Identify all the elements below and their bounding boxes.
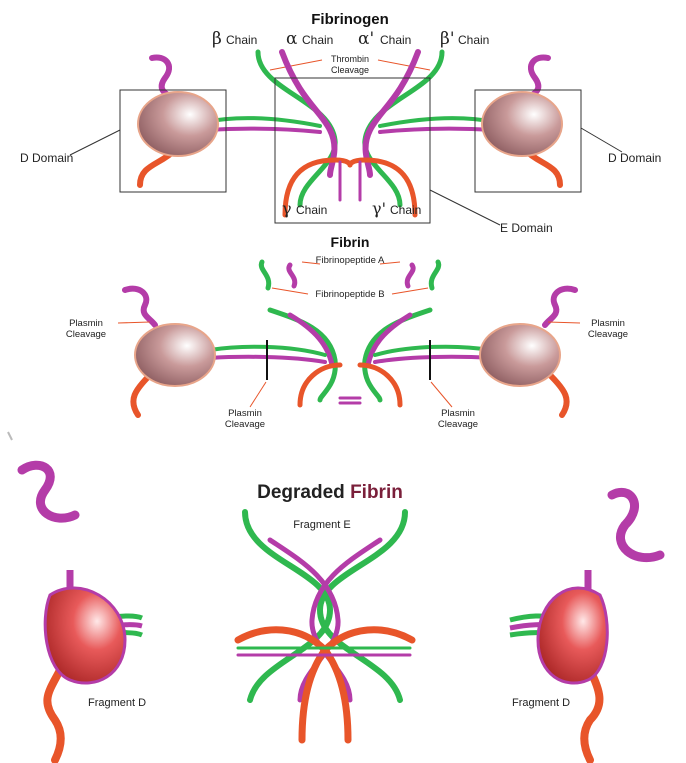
plasmin-bottom-right-pointer — [431, 382, 452, 407]
degraded-fibrin-section: Degraded Fibrin Fragment E Fragment D — [22, 465, 660, 760]
plasmin-bottom-left-pointer — [250, 382, 266, 407]
d-domain-right — [482, 57, 562, 185]
free-alpha-fragment-right — [612, 492, 660, 557]
fibrinogen-title: Fibrinogen — [311, 11, 389, 28]
thrombin-pointer-left — [270, 60, 322, 70]
thrombin-pointer-right — [378, 60, 430, 70]
svg-text:Chain: Chain — [390, 203, 421, 217]
plasmin-left-label-line1: Plasmin — [69, 318, 103, 329]
d-domain-left-label: D Domain — [20, 151, 73, 165]
plasmin-right-pointer — [548, 322, 580, 323]
svg-text:β': β' — [440, 29, 455, 49]
divider-mark — [8, 432, 12, 440]
e-domain-chains — [205, 52, 495, 215]
chain-label-beta-prime: β' Chain — [440, 29, 489, 49]
fragment-d-right — [510, 570, 607, 760]
fragment-e-label: Fragment E — [293, 519, 350, 531]
fragment-d-left — [45, 570, 142, 760]
fragment-d-right-label: Fragment D — [512, 697, 570, 709]
fibrin-section: Fibrin Fibrinopeptide A Fibrinopeptide B — [66, 234, 628, 430]
fibrinogen-section: Fibrinogen β Chain α Chain α' Chain β' C… — [20, 11, 661, 235]
chain-label-beta: β Chain — [212, 29, 257, 49]
fibrin-central-chains — [210, 310, 490, 405]
svg-text:Chain: Chain — [302, 33, 333, 47]
free-alpha-fragment-left — [22, 465, 75, 518]
e-domain-label: E Domain — [500, 221, 553, 235]
chain-label-gamma: γ Chain — [282, 199, 327, 218]
e-domain-pointer — [430, 190, 500, 225]
plasmin-right-label-line2: Cleavage — [588, 329, 628, 340]
degraded-fibrin-title: Degraded Fibrin — [257, 482, 403, 503]
svg-text:α: α — [286, 29, 298, 49]
svg-text:γ: γ — [282, 199, 292, 218]
thrombin-cleavage-label-line1: Thrombin — [331, 54, 369, 64]
fibrinopeptide-a-label: Fibrinopeptide A — [316, 255, 385, 266]
svg-text:Chain: Chain — [226, 33, 257, 47]
svg-text:β: β — [212, 29, 222, 49]
plasmin-bottom-left-label-line1: Plasmin — [228, 408, 262, 419]
d-domain-right-pointer — [581, 128, 622, 152]
chain-label-alpha: α Chain — [286, 29, 333, 49]
svg-text:Chain: Chain — [380, 33, 411, 47]
fibrin-d-left — [125, 289, 215, 415]
plasmin-bottom-right-label-line2: Cleavage — [438, 419, 478, 430]
fibrinopeptide-b-label: Fibrinopeptide B — [315, 289, 384, 300]
fibrin-d-right — [480, 289, 575, 415]
plasmin-bottom-right-label-line1: Plasmin — [441, 408, 475, 419]
plasmin-bottom-left-label-line2: Cleavage — [225, 419, 265, 430]
d-domain-left-pointer — [70, 130, 120, 155]
svg-text:γ': γ' — [372, 199, 386, 218]
d-domain-right-label: D Domain — [608, 151, 661, 165]
fibrinopeptide-b-pointer-left — [272, 288, 308, 294]
plasmin-left-pointer — [118, 322, 150, 323]
fragment-d-left-label: Fragment D — [88, 697, 146, 709]
d-domain-left — [138, 57, 218, 185]
svg-text:α': α' — [358, 29, 374, 49]
svg-text:Chain: Chain — [458, 33, 489, 47]
svg-text:Chain: Chain — [296, 203, 327, 217]
plasmin-left-label-line2: Cleavage — [66, 329, 106, 340]
fibrin-title: Fibrin — [331, 234, 370, 250]
plasmin-right-label-line1: Plasmin — [591, 318, 625, 329]
fragment-e — [238, 512, 412, 740]
thrombin-cleavage-label-line2: Cleavage — [331, 65, 369, 75]
chain-label-alpha-prime: α' Chain — [358, 29, 411, 49]
fibrinopeptide-b-pointer-right — [392, 288, 428, 294]
